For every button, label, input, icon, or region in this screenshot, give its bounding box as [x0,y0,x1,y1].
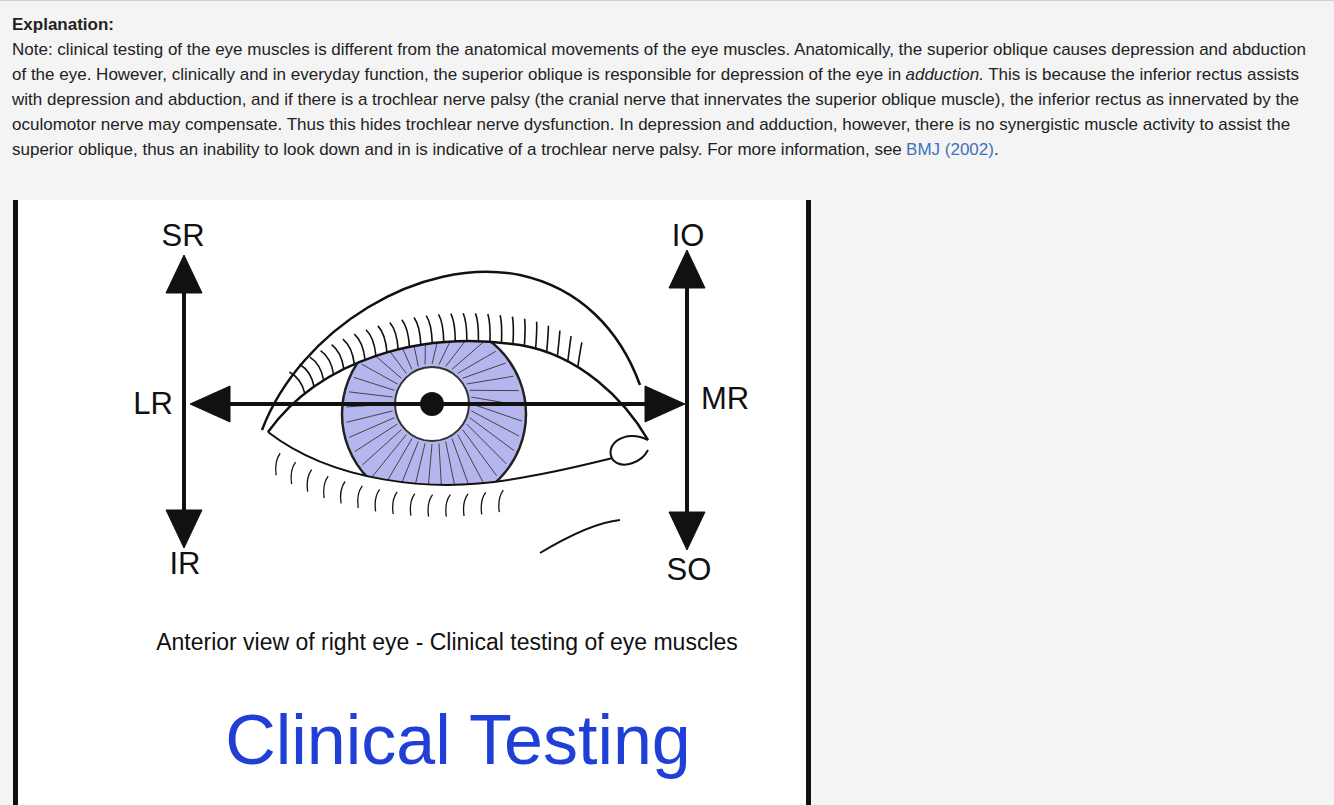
eyelash [321,351,334,375]
eyelash [481,492,486,514]
upper-lid [268,341,648,440]
eyelash [354,334,365,360]
iris-fiber [349,418,394,438]
panel-bar [13,200,18,805]
eyelash [414,317,421,345]
eyelash [476,313,479,341]
arrow-head [190,386,230,422]
eyelash [464,494,469,516]
iris-fiber [411,329,419,366]
iris-fiber [427,444,432,502]
iris-fiber [439,329,456,365]
figure-caption: Anterior view of right eye - Clinical te… [156,629,738,656]
eyelash [358,486,363,508]
eyelash [512,317,515,344]
eyelash [366,330,376,356]
eyelash [426,316,432,344]
arrow-shaft [685,285,689,515]
eyelash [499,490,504,512]
eyelash [439,314,444,342]
iris-fiber [439,443,442,501]
eyelash [463,313,467,341]
arrow-head [166,510,202,548]
eyelash [289,372,304,394]
eyelash [343,339,355,364]
iris-fiber [452,342,484,370]
eyelash [375,489,380,511]
top-rule [0,0,1334,1]
eyelash [524,319,526,346]
eyelash [428,495,433,517]
eyelash [310,357,324,380]
muscle-label: IR [170,546,201,582]
iris-fiber [463,363,506,378]
iris-fiber [362,430,401,465]
iris [342,322,526,506]
eyelash [557,331,560,357]
iris-fiber [446,442,458,499]
paragraph-text: . [994,140,999,159]
eyelash [276,453,281,475]
eyelash [402,320,410,347]
eyelash [547,326,549,352]
iris-fiber [432,326,441,364]
arrow-head [669,512,705,550]
lid-crease [262,272,640,430]
caruncle [611,436,648,465]
eyelash [291,462,296,484]
muscle-label: MR [701,381,749,417]
eyelash [446,495,451,517]
eyelash [488,314,490,342]
eyelash [332,345,344,369]
muscle-label: SO [667,552,712,588]
eyelashes [276,313,582,516]
eyelash [378,326,387,353]
iris-fiber [458,435,485,486]
muscle-label: LR [133,386,173,422]
arrow-head [166,255,202,293]
eyelash [341,482,346,504]
eyelash [536,322,537,349]
iris-fiber [472,404,522,421]
iris-fiber [471,411,519,436]
arrow-head [645,386,685,422]
eyelash [410,494,415,516]
iris-fiber [362,364,398,384]
eyelash [299,364,314,386]
banner-text: Clinical Testing [225,700,691,780]
eyelash [390,323,398,350]
figure-panel [14,200,810,805]
muscle-label: IO [672,218,705,254]
arrow-shaft [182,290,186,512]
muscle-arrows [166,250,705,550]
iris-fiber [470,390,519,391]
heading: Explanation: [12,12,114,37]
iris-fiber [349,392,393,397]
explanation-paragraph: Note: clinical testing of the eye muscle… [12,37,1324,162]
eye-drawing [262,272,648,553]
iris-fiber [467,376,514,384]
iris-fiber [355,424,398,452]
arrow-shaft [226,402,648,406]
iris-fiber [397,442,418,494]
iris-fibers [346,326,521,501]
iris-fiber [346,411,392,422]
eyelash [324,476,329,498]
lower-crease [540,520,620,553]
eyelash [393,492,398,514]
iris-fiber [396,335,412,370]
eyelash [568,336,571,361]
lower-lid [268,432,648,485]
eyelash [307,470,312,492]
reference-link: BMJ (2002) [906,140,994,159]
muscle-label: SR [161,218,204,254]
eyelash [578,342,582,367]
arrow-head [669,250,705,288]
paragraph-text: adduction. [905,65,983,84]
eyelash [500,315,502,343]
eyelash [451,314,455,342]
iris-fiber [458,351,496,373]
panel-bar [806,200,811,805]
